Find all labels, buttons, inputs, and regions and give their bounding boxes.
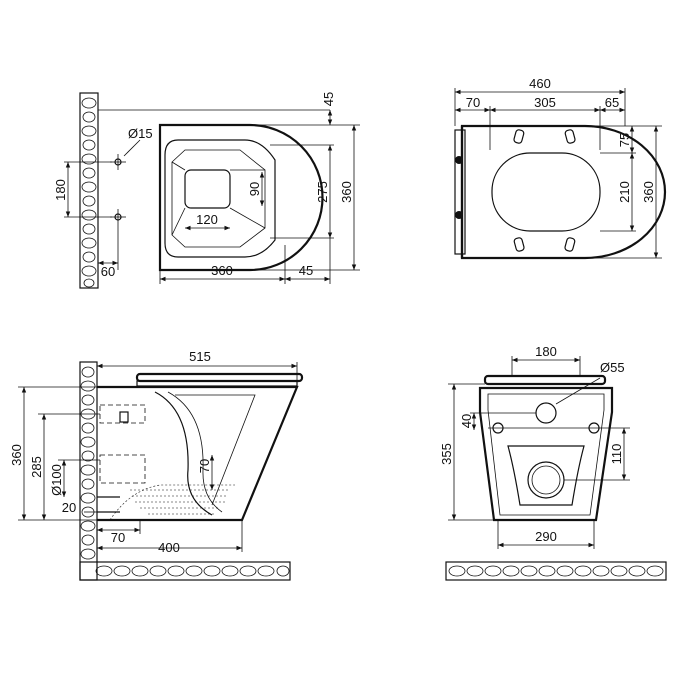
hinge-icon <box>455 211 463 219</box>
dim-label: 75 <box>617 133 632 147</box>
bowl-profile <box>97 385 299 522</box>
seat-profile <box>483 374 607 386</box>
dim-label: 20 <box>62 500 76 515</box>
dim-label: 110 <box>609 444 624 465</box>
dim-label: 360 <box>9 444 24 466</box>
dim-label: 90 <box>247 182 262 196</box>
drain-opening <box>184 169 231 209</box>
back-outline <box>478 386 614 522</box>
side-view: 515 360 285 70 Ø100 20 70 400 <box>9 349 304 581</box>
dim-label: 290 <box>535 529 557 544</box>
dim-label: 70 <box>466 95 480 110</box>
dim-label: 515 <box>189 349 211 364</box>
dim-label: 360 <box>641 181 656 203</box>
top-view-right: 460 70 305 65 75 210 360 <box>454 76 667 260</box>
dim-label: 285 <box>29 456 44 478</box>
seat-opening <box>491 152 601 232</box>
dim-label: Ø100 <box>49 464 64 496</box>
dim-label: 360 <box>339 181 354 203</box>
dim-label: Ø15 <box>128 126 153 141</box>
dim-label: 360 <box>211 263 233 278</box>
dim-label: 70 <box>197 459 212 473</box>
dim-label: 120 <box>196 212 218 227</box>
dim-label: 210 <box>617 181 632 203</box>
dim-label: 180 <box>53 179 68 201</box>
dim-label: 70 <box>111 530 125 545</box>
waste-outlet <box>527 461 565 499</box>
seat-profile <box>135 372 304 383</box>
hinge-icon <box>455 156 463 164</box>
dim-label: 460 <box>529 76 551 91</box>
bowl-outline <box>158 123 324 272</box>
water-inlet <box>535 402 557 424</box>
seat-cover-outline <box>460 124 667 260</box>
dim-label: 305 <box>534 95 556 110</box>
back-view: 180 Ø55 40 355 110 290 <box>439 344 667 581</box>
dim-label: 355 <box>439 443 454 465</box>
wall-section <box>79 92 330 289</box>
dim-label: 45 <box>321 92 336 106</box>
dim-label: 180 <box>535 344 557 359</box>
dim-label: 65 <box>605 95 619 110</box>
dim-label: 275 <box>315 181 330 203</box>
bowl-inner-rim <box>164 139 276 258</box>
dim-label: 60 <box>101 264 115 279</box>
top-view-left: 45 275 360 180 Ø15 90 120 60 360 45 <box>53 92 360 289</box>
dim-label: 45 <box>299 263 313 278</box>
dim-label: 40 <box>459 414 474 428</box>
dim-label: 400 <box>158 540 180 555</box>
dim-label: Ø55 <box>600 360 625 375</box>
